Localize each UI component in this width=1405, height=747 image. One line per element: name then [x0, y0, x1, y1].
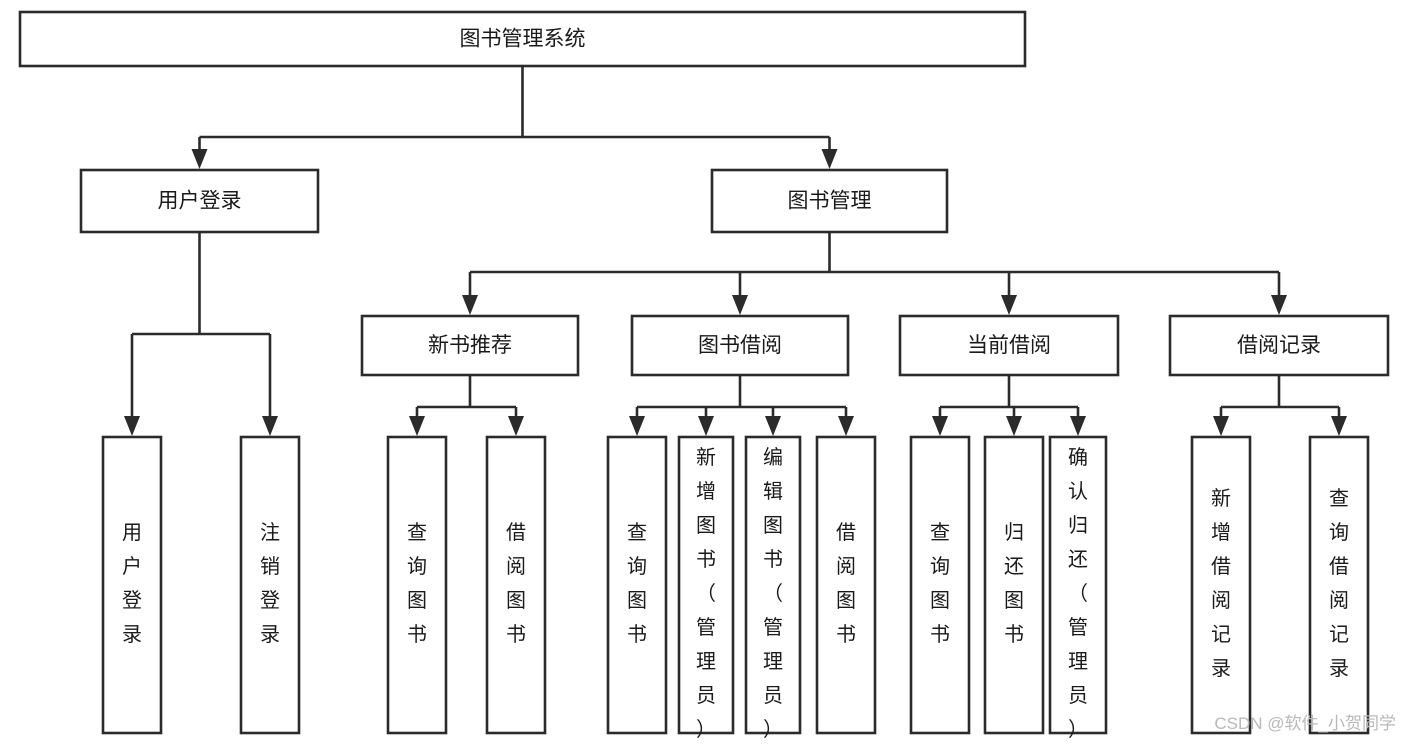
node-box [1048, 435, 1108, 735]
arrow-head-icon [1001, 295, 1017, 315]
node-label: 新增图书（管理员） [696, 446, 716, 741]
arrow-head-icon [1070, 416, 1086, 436]
node-book-manage[interactable]: 图书管理 [710, 168, 949, 234]
arrow-head-icon [1271, 295, 1287, 315]
node-borrow-record[interactable]: 借阅记录 [1168, 314, 1390, 377]
node-label: 查询图书 [627, 521, 647, 646]
arrow-head-icon [932, 416, 948, 436]
node-box [239, 435, 301, 735]
node-leaf-add-book[interactable]: 新增图书（管理员） [677, 435, 735, 741]
node-label: 用户登录 [122, 522, 142, 646]
node-label: 用户登录 [158, 190, 242, 213]
node-box [101, 435, 163, 735]
arrow-head-icon [462, 295, 478, 315]
node-label: 新增借阅记录 [1211, 487, 1231, 680]
node-box [744, 435, 802, 735]
node-label: 借阅记录 [1237, 334, 1321, 357]
node-leaf-query-book-2[interactable]: 查询图书 [606, 435, 668, 735]
node-leaf-edit-book[interactable]: 编辑图书（管理员） [744, 435, 802, 741]
node-leaf-add-record[interactable]: 新增借阅记录 [1190, 435, 1252, 735]
node-leaf-user-login[interactable]: 用户登录 [101, 435, 163, 735]
node-box [18, 10, 1027, 68]
node-leaf-query-record[interactable]: 查询借阅记录 [1308, 435, 1370, 735]
node-label: 新书推荐 [428, 334, 512, 357]
node-box [909, 435, 971, 735]
node-box [79, 168, 320, 234]
node-label: 借阅图书 [506, 521, 526, 646]
arrow-head-icon [1331, 416, 1347, 436]
node-box [898, 314, 1120, 377]
arrow-head-icon [821, 149, 838, 169]
node-box [1168, 314, 1390, 377]
arrow-head-icon [409, 416, 425, 436]
arrow-head-icon [191, 149, 208, 169]
node-book-borrow[interactable]: 图书借阅 [630, 314, 850, 377]
node-new-book-rec[interactable]: 新书推荐 [360, 314, 580, 377]
node-label: 图书管理系统 [460, 28, 586, 51]
node-box [630, 314, 850, 377]
node-label: 归还图书 [1004, 521, 1024, 646]
node-user-login[interactable]: 用户登录 [79, 168, 320, 234]
node-leaf-query-book-3[interactable]: 查询图书 [909, 435, 971, 735]
node-leaf-borrow-book-2[interactable]: 借阅图书 [815, 435, 877, 735]
node-label: 确认归还（管理员） [1068, 446, 1088, 741]
arrow-head-icon [124, 416, 140, 436]
arrow-head-icon [732, 295, 748, 315]
connector-layer [124, 66, 1347, 436]
node-leaf-confirm-return[interactable]: 确认归还（管理员） [1048, 435, 1108, 741]
arrow-head-icon [508, 416, 524, 436]
node-box [606, 435, 668, 735]
node-box [1308, 435, 1370, 735]
node-box [677, 435, 735, 735]
node-box [710, 168, 949, 234]
csdn-watermark: CSDN @软件_小贺同学 [1214, 714, 1396, 733]
node-root[interactable]: 图书管理系统 [18, 10, 1027, 68]
arrow-head-icon [629, 416, 645, 436]
node-label: 查询图书 [407, 521, 427, 646]
node-leaf-logout[interactable]: 注销登录 [239, 435, 301, 735]
node-label: 注销登录 [260, 521, 280, 646]
node-box [815, 435, 877, 735]
node-label: 当前借阅 [967, 334, 1051, 357]
node-label: 图书管理 [788, 190, 872, 213]
arrow-head-icon [838, 416, 854, 436]
node-label: 查询借阅记录 [1329, 487, 1349, 680]
node-box [386, 435, 448, 735]
node-current-borrow[interactable]: 当前借阅 [898, 314, 1120, 377]
node-leaf-return-book[interactable]: 归还图书 [983, 435, 1045, 735]
node-box [1190, 435, 1252, 735]
node-leaf-query-book-1[interactable]: 查询图书 [386, 435, 448, 735]
arrow-head-icon [262, 416, 278, 436]
node-box [485, 435, 547, 735]
node-label: 借阅图书 [836, 521, 856, 646]
node-layer: 图书管理系统用户登录图书管理新书推荐图书借阅当前借阅借阅记录用户登录注销登录查询… [18, 10, 1390, 741]
node-label: 图书借阅 [698, 334, 782, 357]
arrow-head-icon [765, 416, 781, 436]
node-label: 编辑图书（管理员） [763, 446, 783, 741]
node-box [983, 435, 1045, 735]
node-box [360, 314, 580, 377]
node-leaf-borrow-book-1[interactable]: 借阅图书 [485, 435, 547, 735]
node-label: 查询图书 [930, 521, 950, 646]
arrow-head-icon [1006, 416, 1022, 436]
arrow-head-icon [1213, 416, 1229, 436]
arrow-head-icon [698, 416, 714, 436]
